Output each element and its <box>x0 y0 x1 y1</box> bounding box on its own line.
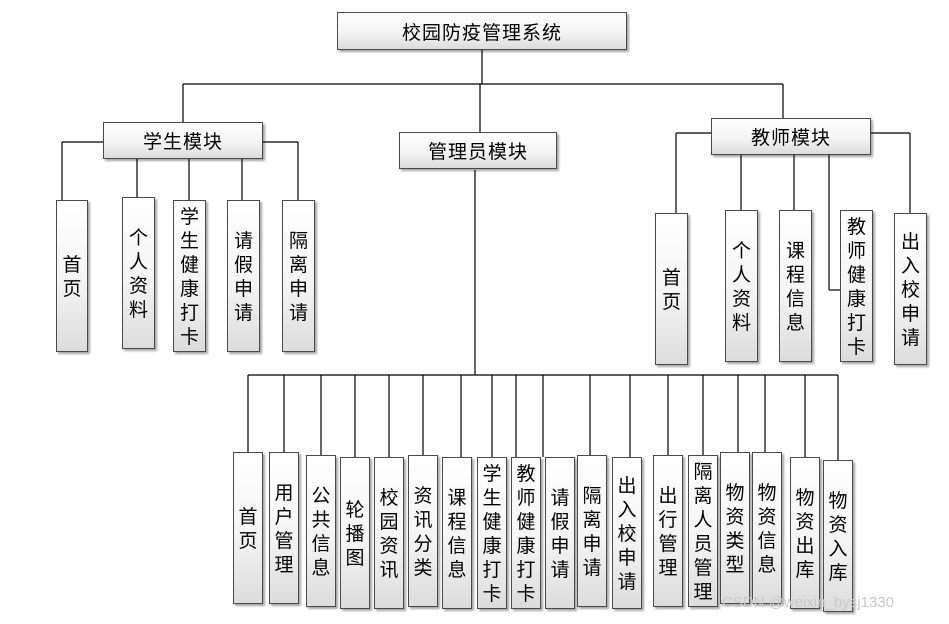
student-item-profile: 个人资料 <box>122 197 155 349</box>
teacher-module-node: 教师模块 <box>711 118 871 155</box>
admin-item-student-health-checkin: 学生健康打卡 <box>477 457 507 609</box>
admin-item-quarantine-request: 隔离申请 <box>577 455 607 607</box>
admin-item-campus-news: 校园资讯 <box>374 457 404 609</box>
student-item-home: 首页 <box>56 200 88 352</box>
admin-module-node: 管理员模块 <box>399 132 557 169</box>
admin-item-supply-info: 物资信息 <box>752 452 782 604</box>
admin-item-carousel: 轮播图 <box>340 457 370 609</box>
watermark-text: CSDN @weixin_bysj1330 <box>722 594 894 611</box>
teacher-item-health-checkin: 教师健康打卡 <box>840 210 873 362</box>
student-item-quarantine-request: 隔离申请 <box>282 200 315 352</box>
admin-item-leave-request: 请假申请 <box>545 457 575 609</box>
teacher-item-campus-access: 出入校申请 <box>894 213 927 365</box>
teacher-item-profile: 个人资料 <box>725 210 758 362</box>
admin-item-public-info: 公共信息 <box>306 455 336 607</box>
student-module-node: 学生模块 <box>103 122 263 159</box>
admin-item-travel-management: 出行管理 <box>653 455 683 607</box>
admin-item-supply-inbound: 物资入库 <box>823 460 853 612</box>
root-node: 校园防疫管理系统 <box>337 12 627 50</box>
teacher-item-course-info: 课程信息 <box>779 210 812 362</box>
teacher-item-home: 首页 <box>655 213 688 365</box>
admin-item-campus-access: 出入校申请 <box>612 457 642 609</box>
student-item-health-checkin: 学生健康打卡 <box>173 200 206 352</box>
student-item-leave-request: 请假申请 <box>227 200 260 352</box>
admin-item-news-category: 资讯分类 <box>408 455 438 607</box>
admin-item-course-info: 课程信息 <box>442 457 472 609</box>
admin-item-supply-type: 物资类型 <box>720 452 750 604</box>
admin-item-home: 首页 <box>233 452 263 604</box>
admin-item-quarantine-personnel: 隔离人员管理 <box>688 455 718 607</box>
admin-item-user-management: 用户管理 <box>269 452 299 604</box>
admin-item-supply-outbound: 物资出库 <box>790 457 820 609</box>
admin-item-teacher-health-checkin: 教师健康打卡 <box>511 457 541 609</box>
